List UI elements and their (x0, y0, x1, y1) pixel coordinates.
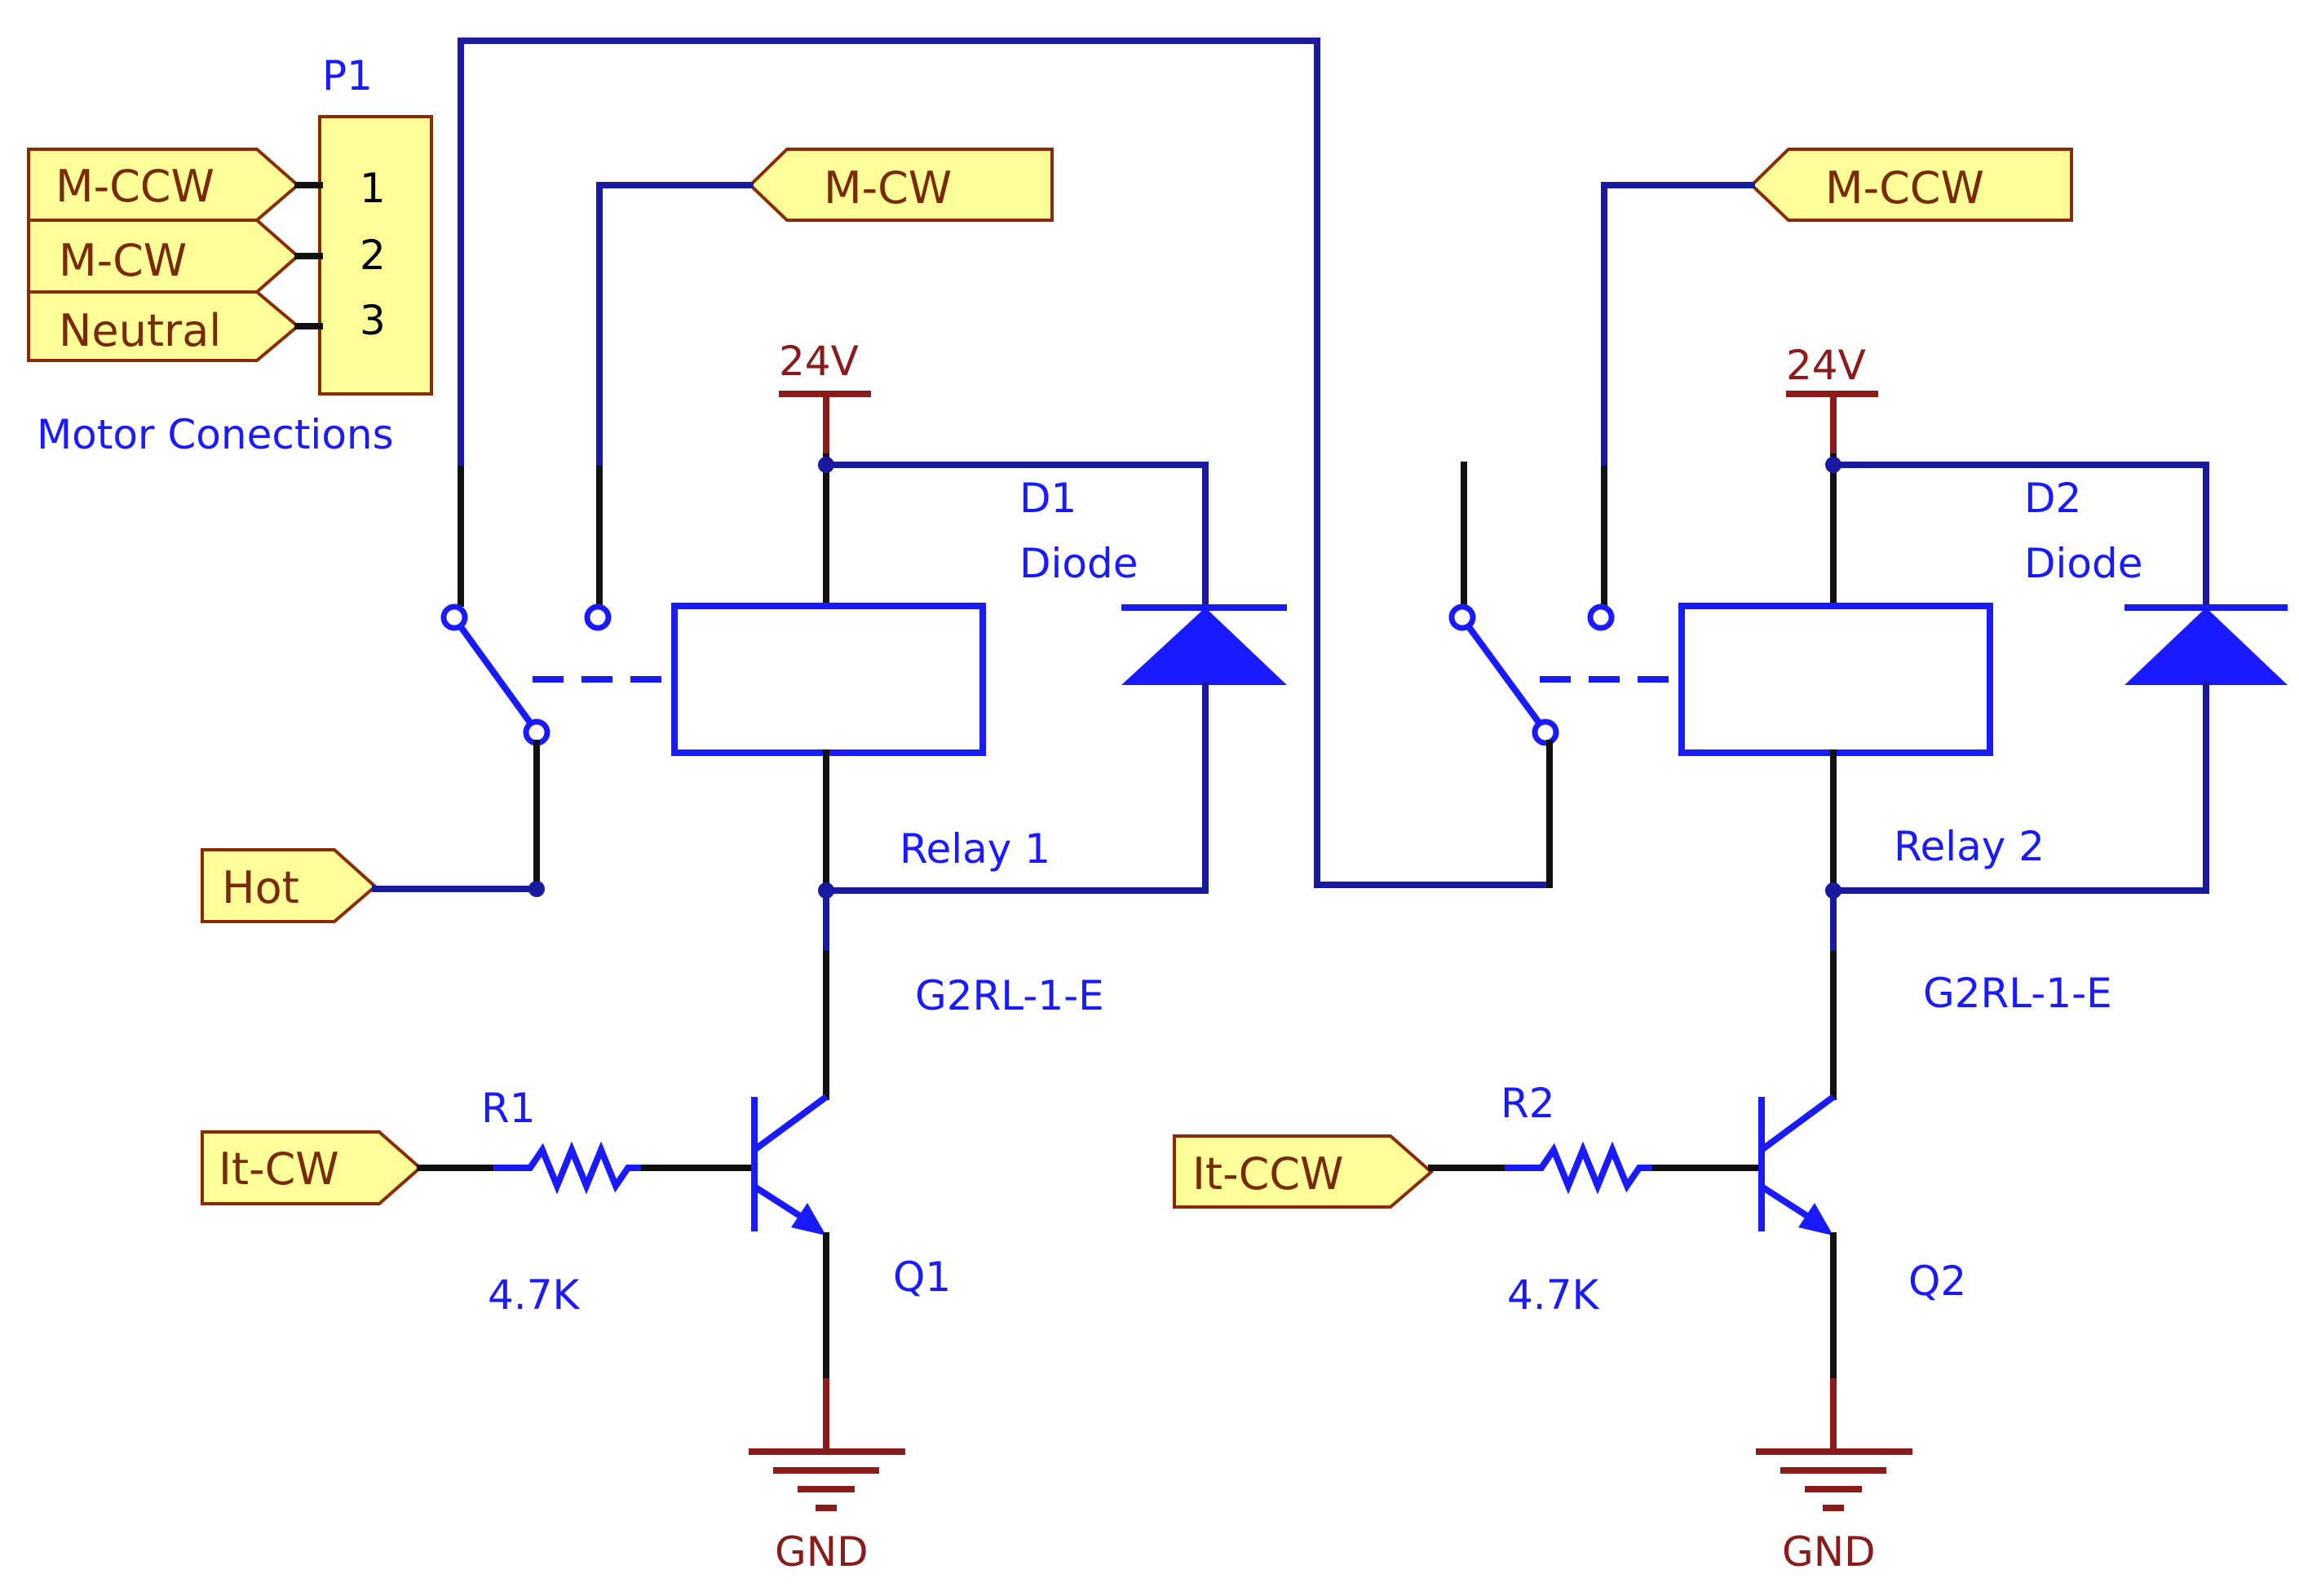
circuit-2: M-CCW 24V Relay 2 G2RL-1-E D2 Diode (1173, 148, 2288, 1576)
circuit-1: M-CW Hot 24V Relay 1 G2RL-1-E D (201, 148, 1287, 1576)
q1-ref: Q1 (893, 1253, 951, 1301)
diode2-triangle (2124, 608, 2288, 685)
diode1-val: Diode (1019, 540, 1138, 587)
wire-mccw-contact (1601, 182, 1755, 472)
switch1-blade (458, 626, 533, 725)
supply1-label: 24V (779, 338, 859, 385)
q2-collector (1759, 1094, 1836, 1153)
resistor-r2-ref: R2 (1501, 1080, 1555, 1127)
port-it-ccw-shape (1173, 1134, 1435, 1209)
connector-pin-3: 3 (360, 297, 386, 344)
diode1-ref: D1 (1019, 475, 1077, 522)
q2-ref: Q2 (1908, 1258, 1966, 1305)
relay1-ref: Relay 1 (900, 825, 1050, 873)
port-it-ccw-label: It-CCW (1192, 1148, 1343, 1200)
resistor-r1-ref: R1 (481, 1085, 536, 1132)
port-p1-mccw-label: M-CCW (55, 161, 214, 212)
junction-supply1 (818, 457, 834, 473)
resistor-r2-val: 4.7K (1507, 1271, 1600, 1319)
switch2-blade (1466, 626, 1542, 725)
supply2-label: 24V (1786, 342, 1866, 389)
junction-hot (528, 881, 545, 897)
resistor-r1-val: 4.7K (488, 1271, 581, 1319)
gnd1-label: GND (775, 1528, 869, 1576)
diode2-val: Diode (2024, 540, 2142, 587)
connector-pin-2: 2 (360, 232, 386, 279)
wire-mcw-contact (596, 182, 754, 472)
port-hot-label: Hot (222, 862, 299, 913)
diode1-triangle (1121, 608, 1287, 685)
connector-ref: P1 (322, 52, 373, 99)
port-mccw-out-label: M-CCW (1825, 162, 1984, 214)
switch2-common (1532, 718, 1559, 746)
wire-diode1-top (823, 462, 1209, 611)
relay1-coil (671, 603, 986, 756)
q1-collector (752, 1094, 829, 1153)
port-it-ccw: It-CCW (1173, 1134, 1435, 1209)
port-mccw-out: M-CCW (1749, 148, 2073, 222)
resistor-r1 (493, 1141, 644, 1195)
connector-body (318, 115, 433, 396)
switch2-contact-a (1448, 603, 1476, 631)
port-hot: Hot (201, 848, 378, 923)
port-mcw-out: M-CW (748, 148, 1054, 222)
relay2-coil (1678, 603, 1993, 756)
switch1-contact-b (584, 603, 612, 631)
port-p1-mcw: M-CW (27, 219, 323, 294)
relay2-part: G2RL-1-E (1923, 970, 2112, 1017)
port-it-cw: It-CW (201, 1130, 423, 1205)
relay2-ref: Relay 2 (1894, 823, 2045, 870)
switch2-contact-b (1587, 603, 1615, 631)
connector-p1: P1 1 2 3 Motor Conections (37, 52, 433, 458)
resistor-r2 (1505, 1141, 1656, 1195)
diode2-ref: D2 (2024, 475, 2081, 522)
port-p1-neutral-label: Neutral (59, 305, 221, 356)
connector-caption: Motor Conections (37, 411, 394, 458)
port-it-cw-label: It-CW (219, 1143, 339, 1195)
q1-emitter-arrow (791, 1203, 826, 1236)
connector-pin-1: 1 (360, 165, 386, 212)
switch1-contact-a (440, 603, 468, 631)
wire-diode2-bottom (1830, 682, 2209, 894)
wire-diode2-top (1830, 462, 2209, 611)
gnd2-label: GND (1782, 1528, 1876, 1576)
junction-supply2 (1825, 457, 1841, 473)
wire-diode1-bottom (823, 682, 1209, 894)
port-p1-neutral: Neutral (27, 290, 323, 362)
port-p1-mccw: M-CCW (27, 148, 323, 222)
relay1-part: G2RL-1-E (915, 972, 1104, 1019)
port-p1-mcw-label: M-CW (59, 235, 187, 286)
q2-emitter-arrow (1798, 1203, 1833, 1236)
port-mcw-out-label: M-CW (824, 162, 952, 214)
